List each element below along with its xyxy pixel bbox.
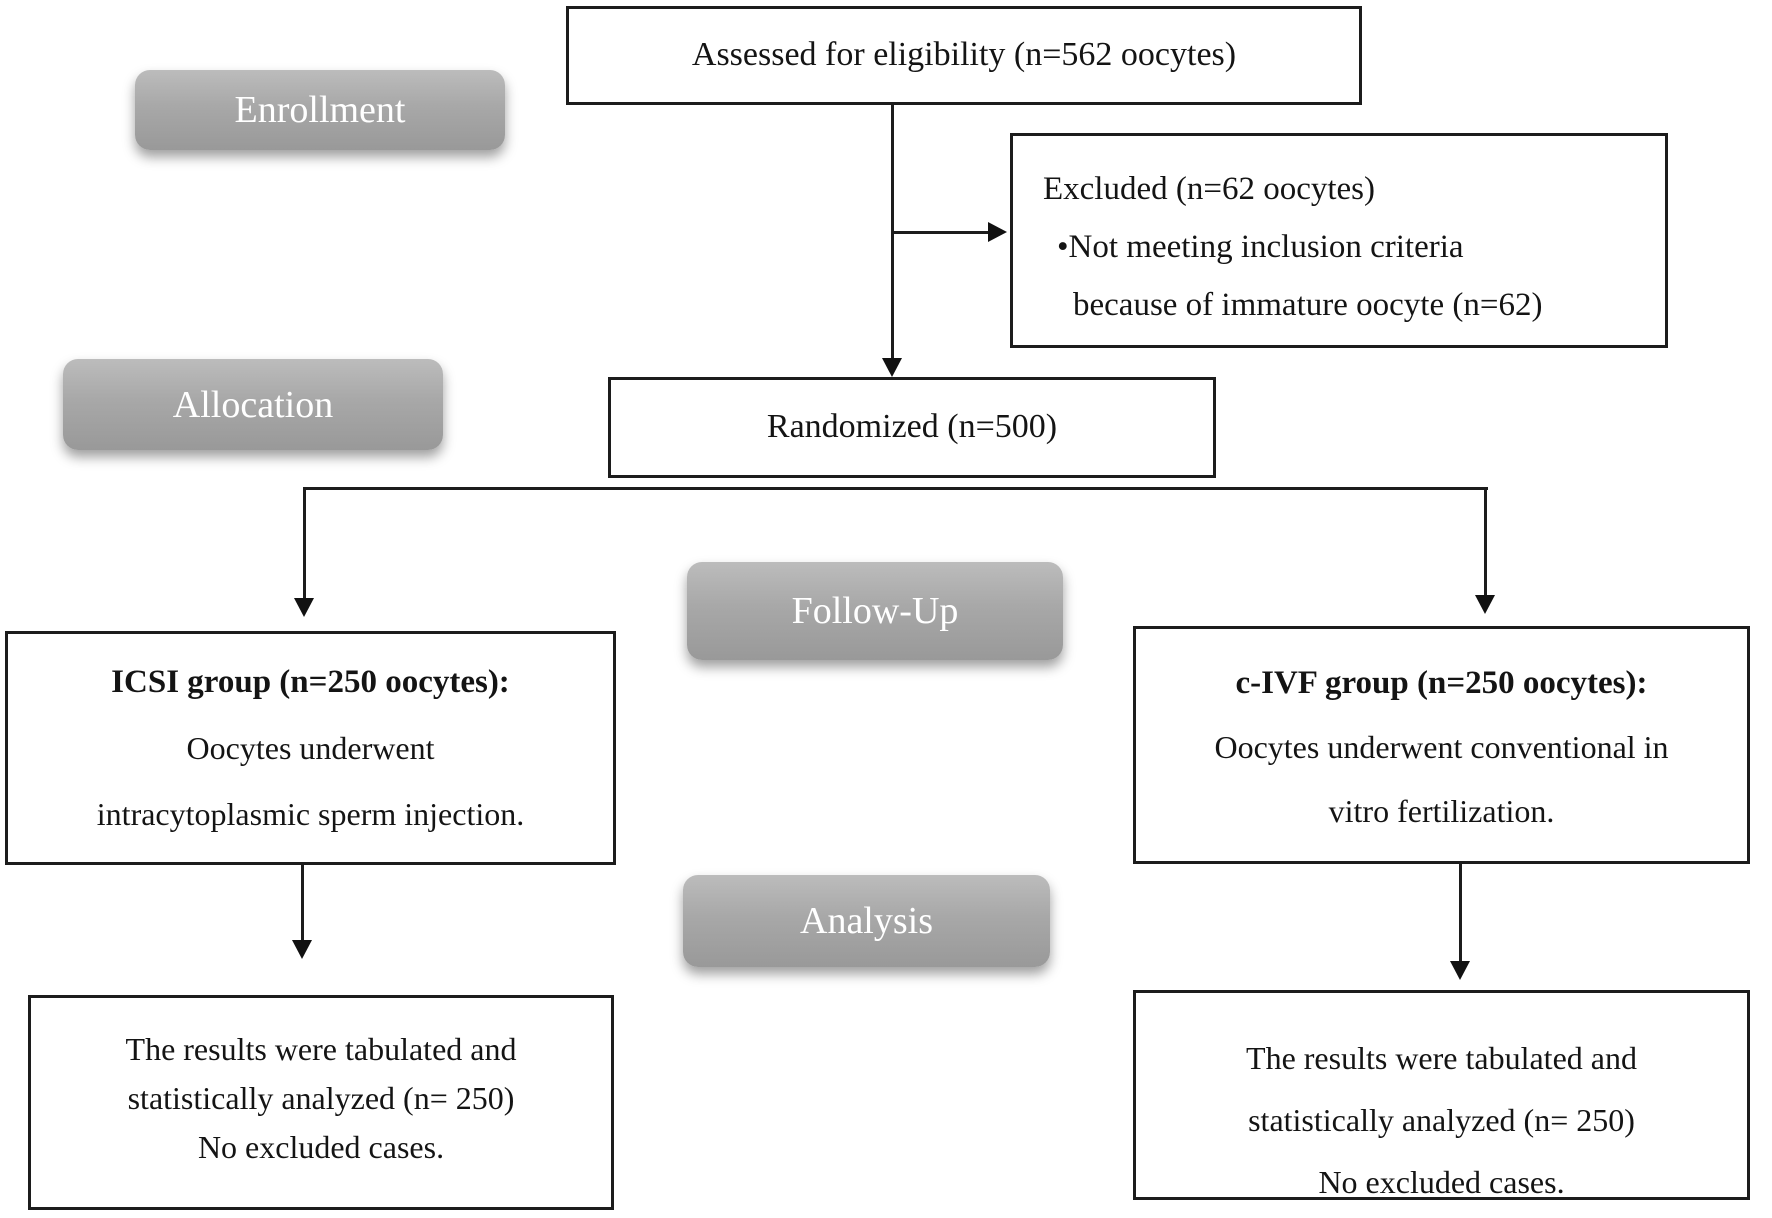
arrowhead-down-icon bbox=[882, 358, 902, 377]
branch-connector-line bbox=[303, 487, 1488, 490]
randomized-box: Randomized (n=500) bbox=[608, 377, 1216, 478]
line-branch-left bbox=[303, 487, 306, 600]
icsi-group-box: ICSI group (n=250 oocytes): Oocytes unde… bbox=[5, 631, 616, 865]
assessed-eligibility-text: Assessed for eligibility (n=562 oocytes) bbox=[691, 36, 1237, 73]
randomized-text: Randomized (n=500) bbox=[766, 408, 1058, 445]
icsi-group-line1: Oocytes underwent bbox=[186, 730, 435, 766]
line-to-excluded bbox=[892, 231, 988, 234]
icsi-group-title: ICSI group (n=250 oocytes): bbox=[111, 664, 510, 700]
stage-label-allocation: Allocation bbox=[63, 359, 443, 450]
stage-label-followup: Follow-Up bbox=[687, 562, 1063, 660]
enrollment-label-text: Enrollment bbox=[234, 89, 406, 131]
arrowhead-down-icon bbox=[292, 940, 312, 959]
arrowhead-right-icon bbox=[988, 222, 1007, 242]
line-civf-to-results bbox=[1459, 864, 1462, 963]
results-left-line3: No excluded cases. bbox=[197, 1129, 445, 1165]
excluded-bullet-1: •Not meeting inclusion criteria bbox=[1057, 229, 1464, 265]
excluded-title: Excluded (n=62 oocytes) bbox=[1043, 171, 1376, 207]
excluded-box: Excluded (n=62 oocytes) •Not meeting inc… bbox=[1010, 133, 1668, 348]
icsi-group-line2: intracytoplasmic sperm injection. bbox=[96, 796, 525, 832]
followup-label-text: Follow-Up bbox=[791, 590, 959, 632]
results-right-box: The results were tabulated and statistic… bbox=[1133, 990, 1750, 1200]
civf-group-title: c-IVF group (n=250 oocytes): bbox=[1235, 665, 1648, 701]
line-icsi-to-results bbox=[301, 865, 304, 942]
stage-label-enrollment: Enrollment bbox=[135, 70, 505, 150]
arrowhead-down-icon bbox=[1450, 961, 1470, 980]
civf-group-box: c-IVF group (n=250 oocytes): Oocytes und… bbox=[1133, 626, 1750, 864]
arrowhead-down-icon bbox=[1475, 595, 1495, 614]
results-left-line2: statistically analyzed (n= 250) bbox=[127, 1080, 515, 1116]
excluded-bullet-2: because of immature oocyte (n=62) bbox=[1073, 287, 1543, 323]
analysis-label-text: Analysis bbox=[800, 900, 933, 942]
civf-group-line2: vitro fertilization. bbox=[1328, 793, 1555, 829]
arrowhead-down-icon bbox=[294, 598, 314, 617]
allocation-label-text: Allocation bbox=[172, 383, 334, 426]
results-right-line1: The results were tabulated and bbox=[1246, 1040, 1637, 1076]
results-right-line2: statistically analyzed (n= 250) bbox=[1248, 1102, 1635, 1138]
civf-group-line1: Oocytes underwent conventional in bbox=[1214, 729, 1669, 765]
results-left-line1: The results were tabulated and bbox=[125, 1031, 517, 1067]
line-branch-right bbox=[1484, 487, 1487, 597]
stage-label-analysis: Analysis bbox=[683, 875, 1050, 967]
results-right-line3: No excluded cases. bbox=[1318, 1164, 1565, 1200]
results-left-box: The results were tabulated and statistic… bbox=[28, 995, 614, 1210]
assessed-eligibility-box: Assessed for eligibility (n=562 oocytes) bbox=[566, 6, 1362, 105]
